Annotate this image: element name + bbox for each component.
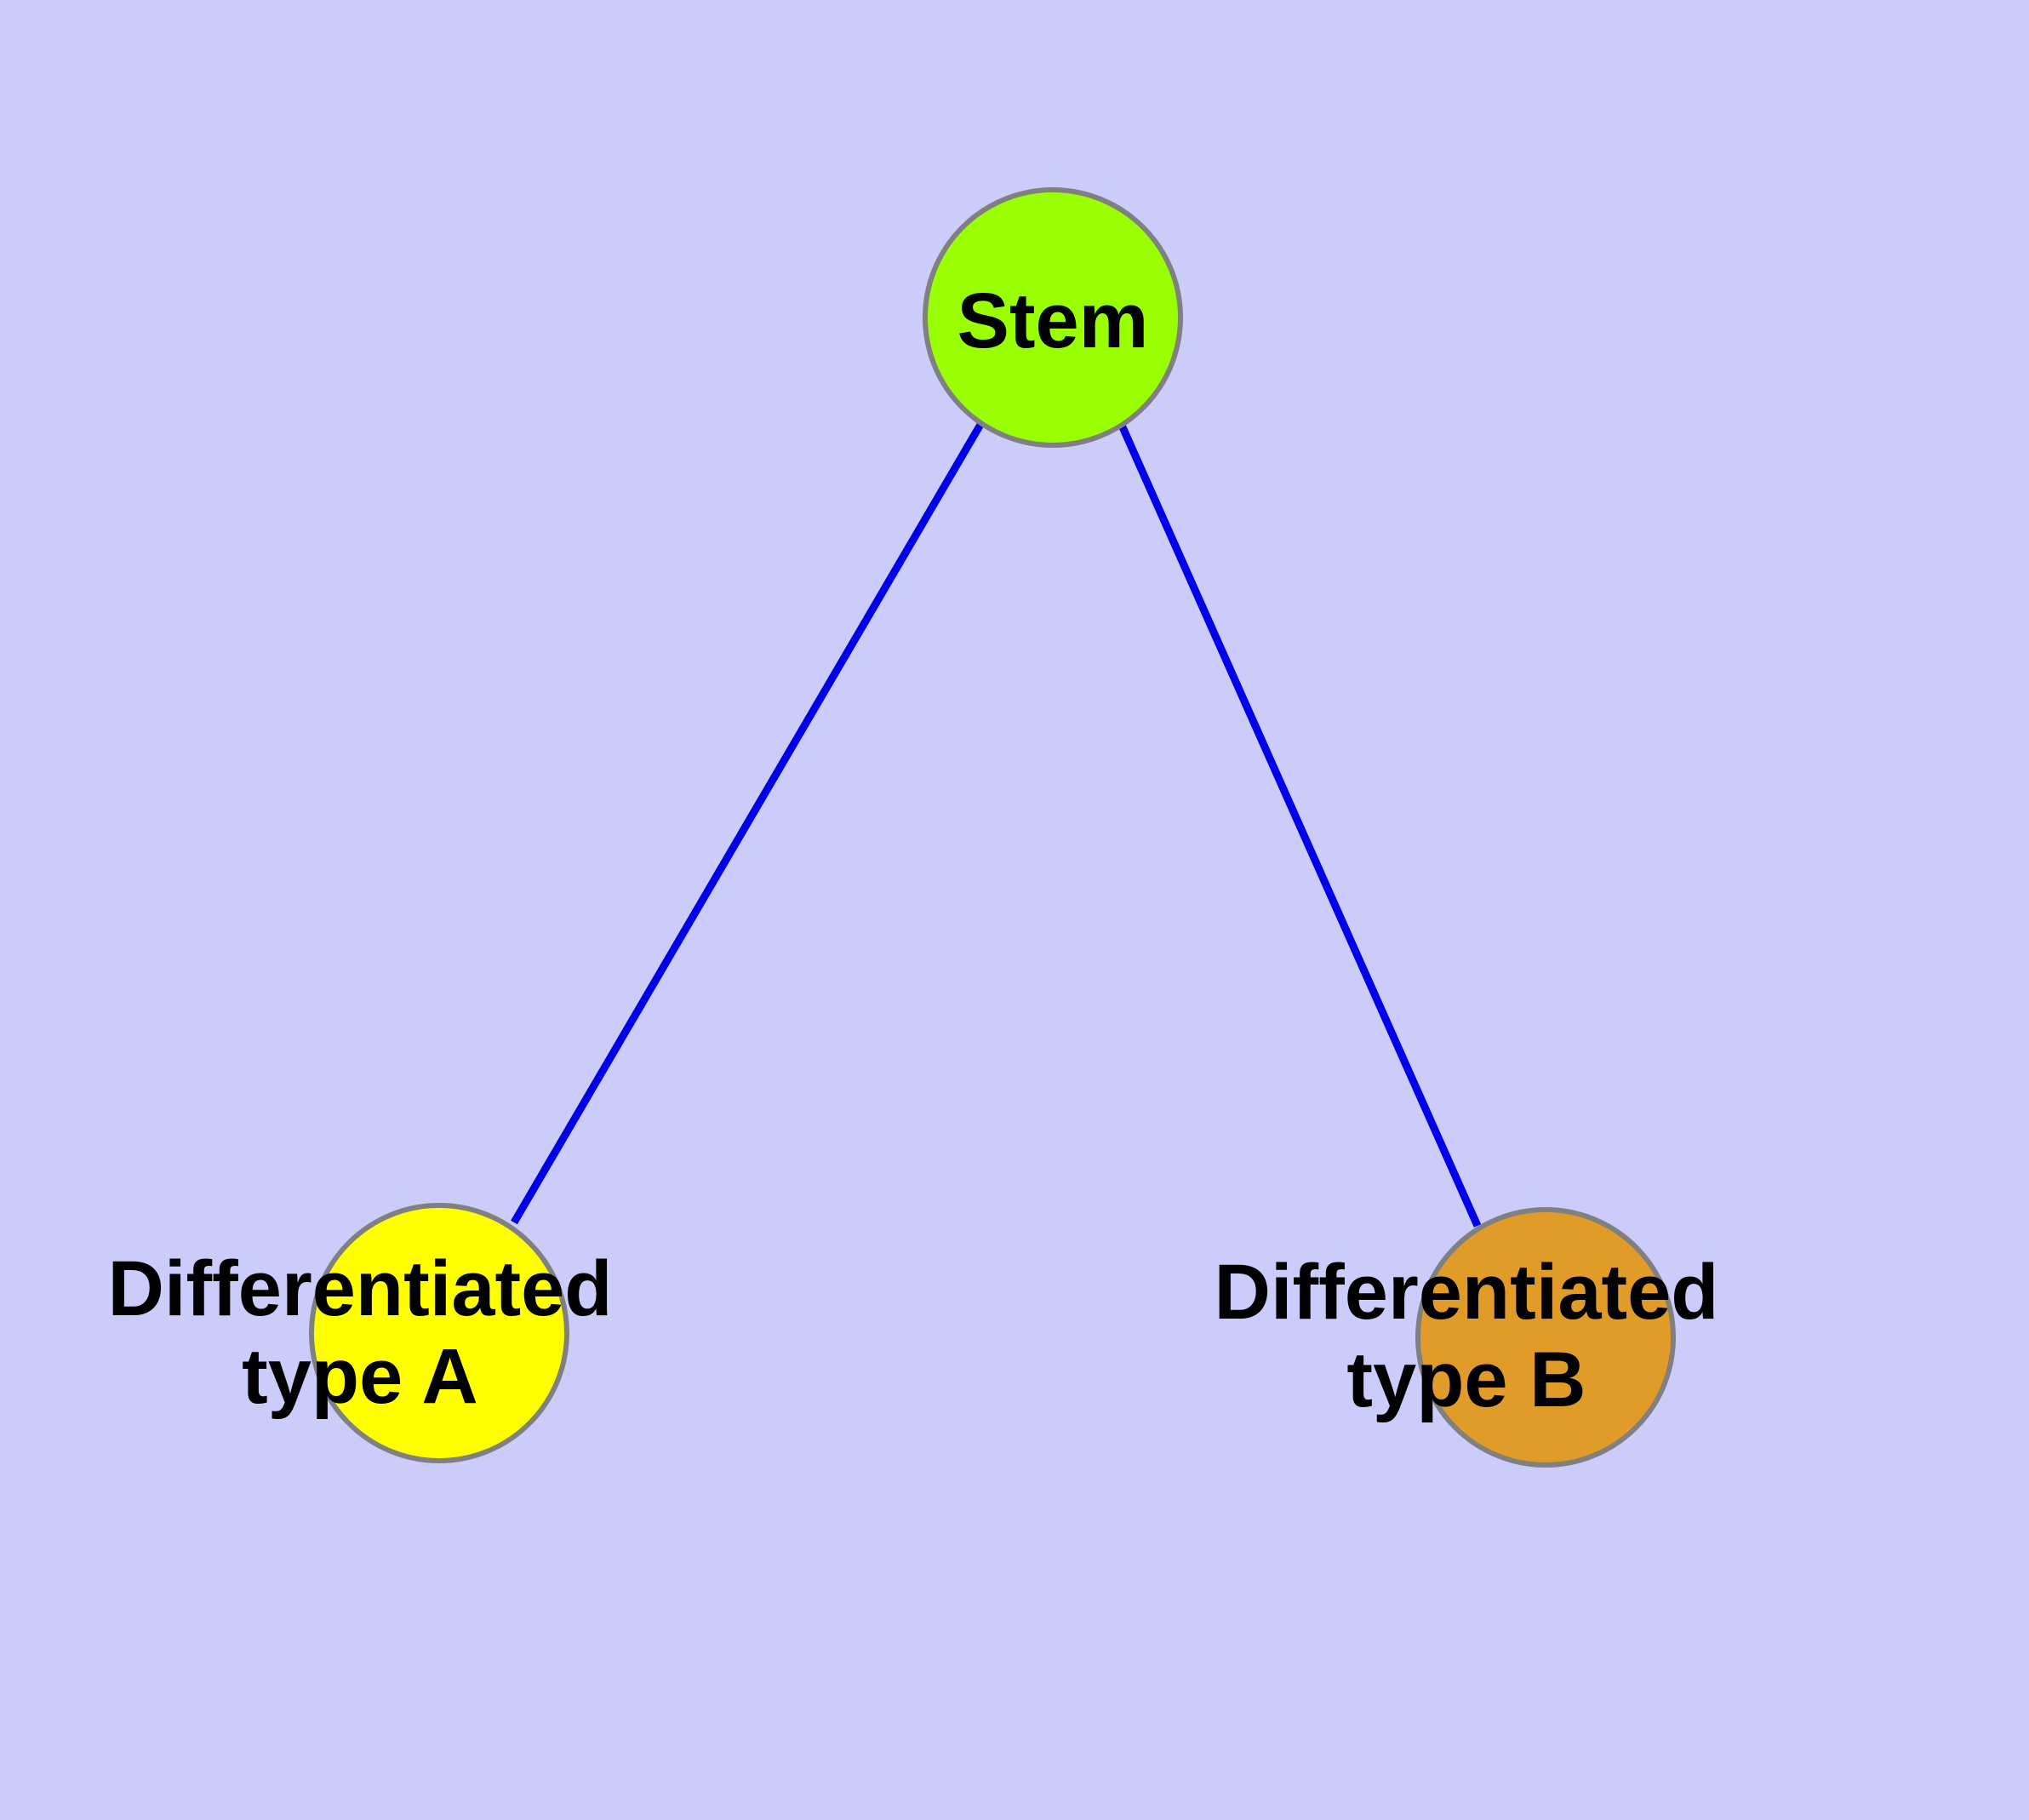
graph-node-label-line: Differentiated [108,1245,613,1332]
graph-node-stem[interactable] [923,187,1183,448]
graph-node-label-line: type A [242,1333,478,1420]
graph-edge-stem-to-diff-b [1116,420,1482,1228]
graph-node-diff_a[interactable] [309,1203,569,1463]
edges-layer [511,420,1482,1228]
graph-node-label-line: Stem [957,278,1149,364]
graph-node-label-line: Differentiated [1215,1249,1719,1336]
graph-edge-stem-to-diff-a [511,421,985,1225]
graph-node-label-stem: Stem [957,278,1149,364]
graph-node-diff_b[interactable] [1415,1207,1676,1468]
graph-node-label-line: type B [1346,1336,1586,1423]
nodes-layer [309,187,1676,1468]
